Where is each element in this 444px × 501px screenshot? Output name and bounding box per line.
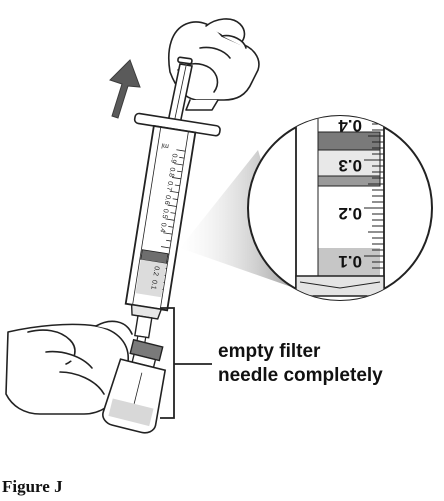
figure-caption: Figure J	[2, 477, 63, 496]
syringe-scale-label: 0.4	[158, 222, 166, 233]
callout-bracket	[160, 307, 212, 419]
syringe-scale-label: 0.8	[167, 167, 175, 178]
syringe-scale-label: 0.6	[163, 194, 171, 205]
vial	[102, 338, 167, 434]
syringe-scale-label: 0.5	[161, 208, 169, 219]
magnifier-label-0-3: 0.3	[338, 156, 362, 175]
magnifier-label-0-1: 0.1	[338, 252, 362, 271]
syringe-scale-label: 0.9	[169, 153, 177, 164]
syringe-scale-label: 0.3	[156, 236, 164, 247]
syringe-scale-label: 0.2	[151, 266, 159, 277]
hand-holding-vial	[5, 320, 133, 415]
callout-text: empty filter needle completely	[218, 340, 438, 388]
magnifier-label-0-2: 0.2	[338, 204, 362, 223]
syringe: ml 0.9 0.8 0.7 0.6 0.5 0.4 0.3 0.2 0.1	[124, 112, 221, 348]
magnifier-view: 0.4 0.3 0.2 0.1	[247, 115, 433, 301]
magnifier-label-0-4: 0.4	[338, 116, 362, 135]
syringe-scale-ml: ml	[161, 141, 170, 149]
callout-line-1: empty filter	[218, 341, 321, 362]
syringe-scale-label: 0.7	[165, 181, 173, 192]
hand-pulling-plunger	[168, 18, 260, 111]
callout-line-2: needle completely	[218, 365, 383, 386]
up-arrow-icon	[109, 59, 141, 119]
syringe-scale-label: 0.1	[149, 279, 157, 290]
